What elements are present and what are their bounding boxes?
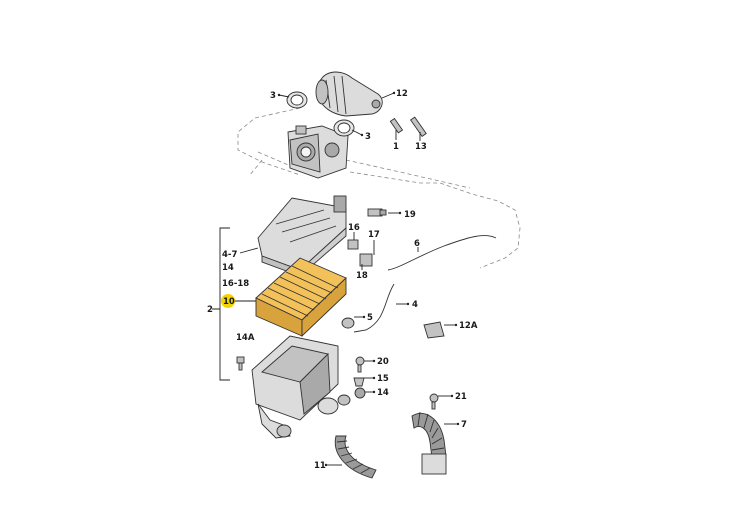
throttle-body bbox=[287, 125, 349, 179]
callout-16-18: 16-18 bbox=[222, 279, 249, 289]
hose-clamp-lower bbox=[333, 119, 355, 137]
bolt-21 bbox=[429, 393, 439, 410]
callout-14A: 14A bbox=[236, 333, 255, 343]
callout-5: 5 bbox=[367, 313, 373, 323]
intake-hose bbox=[315, 71, 383, 117]
bracket-12A bbox=[423, 321, 445, 339]
leader-3b bbox=[351, 129, 363, 136]
callout-12A: 12A bbox=[459, 321, 478, 331]
bracket-18 bbox=[359, 253, 373, 267]
stud-13 bbox=[409, 116, 427, 137]
callout-7: 7 bbox=[461, 420, 467, 430]
elbow-5 bbox=[341, 317, 355, 329]
callout-3a: 3 bbox=[270, 91, 276, 101]
callout-12: 12 bbox=[396, 89, 408, 99]
group-bracket bbox=[212, 227, 230, 381]
callout-4-7: 4-7 bbox=[222, 250, 237, 260]
callout-19: 19 bbox=[404, 210, 416, 220]
assembly-outline bbox=[237, 107, 521, 269]
callout-6: 6 bbox=[414, 239, 420, 249]
callout-13: 13 bbox=[415, 142, 427, 152]
leader-12 bbox=[381, 92, 395, 99]
filter-lower-housing bbox=[251, 335, 351, 439]
callout-11: 11 bbox=[314, 461, 326, 471]
air-filter-element bbox=[255, 257, 347, 338]
bolt-1 bbox=[389, 117, 404, 134]
callout-17: 17 bbox=[368, 230, 380, 240]
callout-14-lower: 14 bbox=[377, 388, 389, 398]
callout-10-highlight bbox=[221, 294, 235, 308]
leader-3a bbox=[278, 94, 290, 98]
leader-47 bbox=[239, 247, 259, 254]
breather-hose-4 bbox=[353, 283, 395, 333]
corrugated-hose-7 bbox=[411, 411, 447, 475]
callout-20: 20 bbox=[377, 357, 389, 367]
callout-10: 10 bbox=[223, 297, 235, 307]
sensor-19 bbox=[367, 208, 387, 217]
callout-18: 18 bbox=[356, 271, 368, 281]
callout-1: 1 bbox=[393, 142, 399, 152]
callout-15: 15 bbox=[377, 374, 389, 384]
callout-4: 4 bbox=[412, 300, 418, 310]
callout-3b: 3 bbox=[365, 132, 371, 142]
hose-clamp-upper bbox=[286, 91, 308, 109]
mount-15 bbox=[353, 377, 365, 387]
callout-14-upper: 14 bbox=[222, 263, 234, 273]
callout-16: 16 bbox=[348, 223, 360, 233]
corrugated-hose-11 bbox=[334, 435, 377, 479]
breather-hose-6 bbox=[387, 235, 497, 271]
clip-16 bbox=[347, 239, 359, 250]
bolt-14A bbox=[236, 356, 245, 371]
grommet-14 bbox=[354, 387, 366, 399]
callout-2: 2 bbox=[207, 305, 213, 315]
callout-21: 21 bbox=[455, 392, 467, 402]
bolt-20 bbox=[355, 356, 365, 373]
